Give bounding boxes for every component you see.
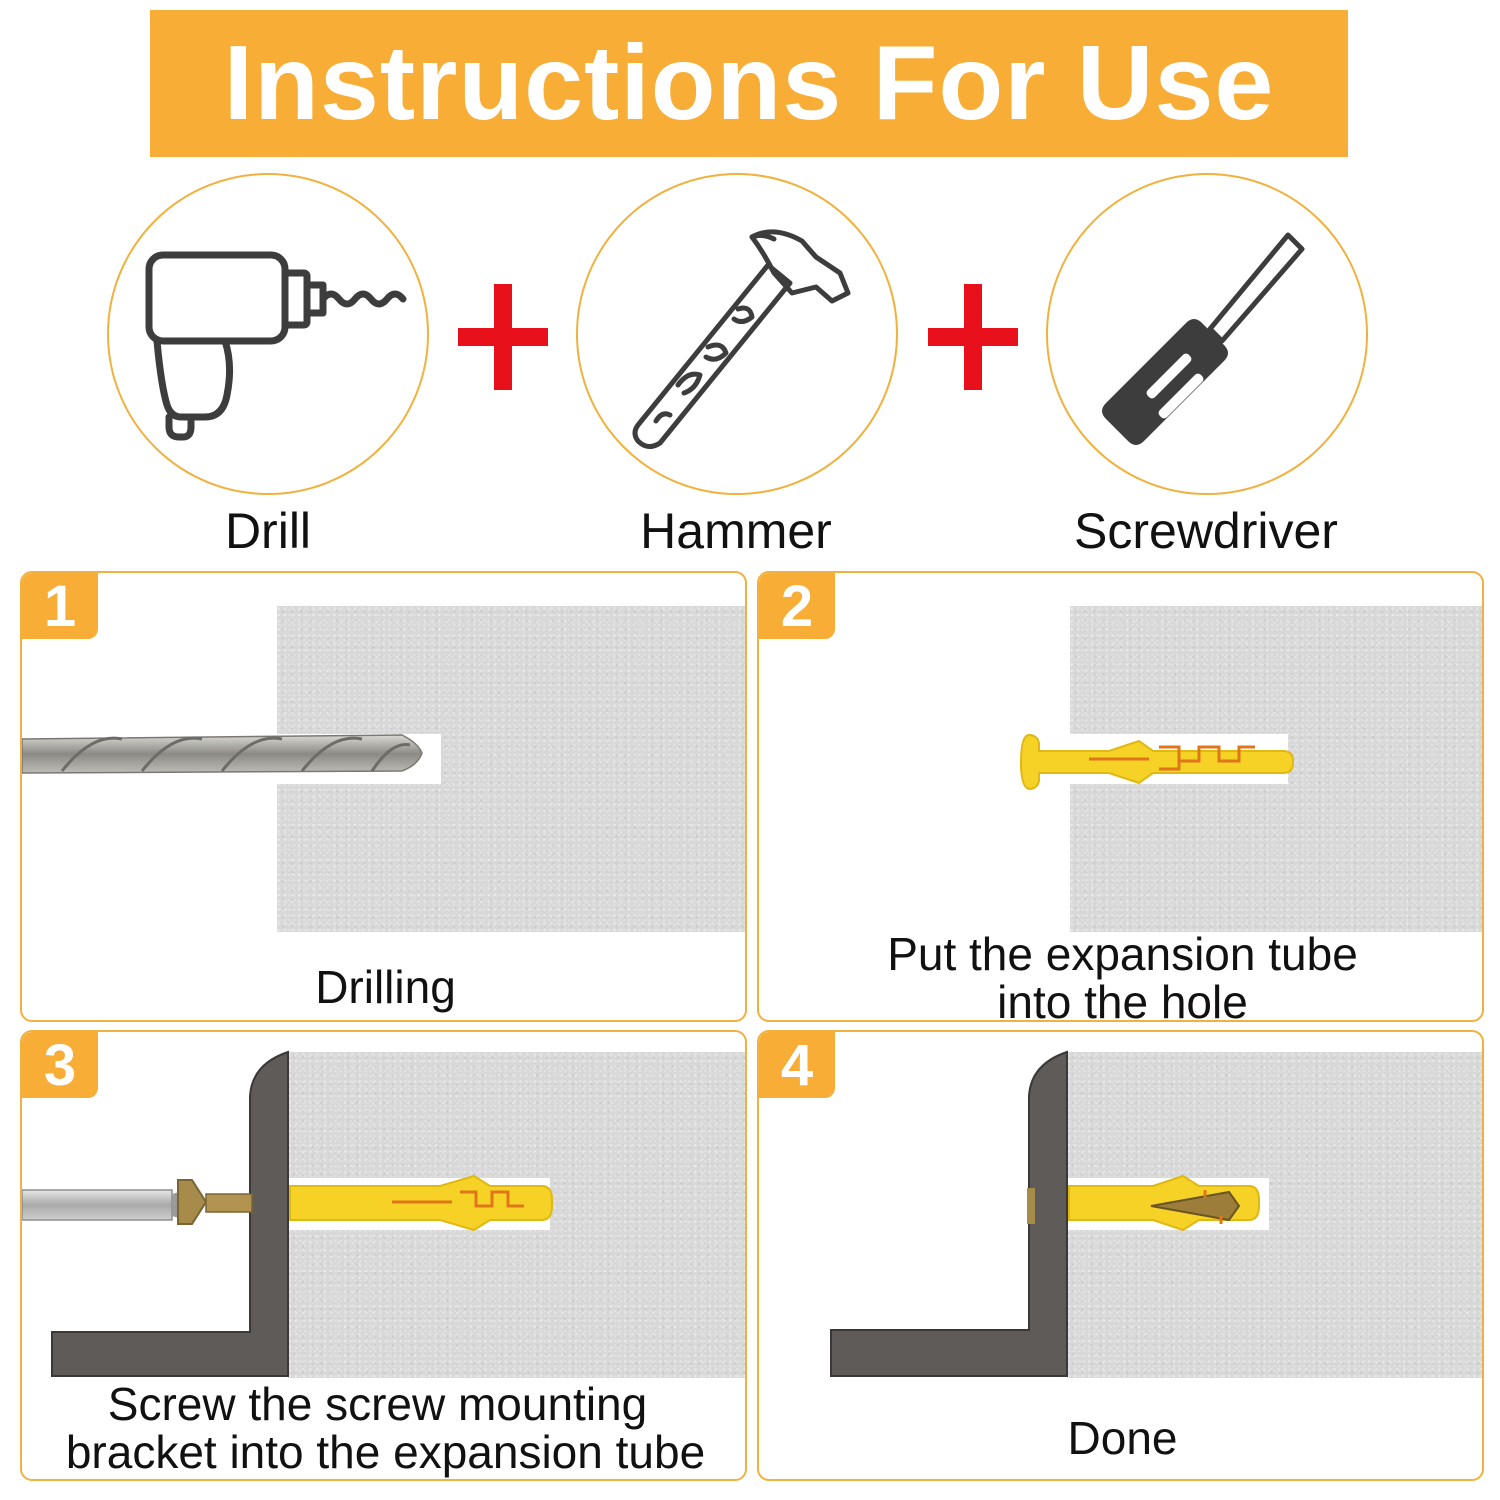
- page-title: Instructions For Use: [223, 24, 1275, 142]
- bracket-screw-illustration: [22, 1050, 553, 1377]
- step-number-badge: 4: [759, 1032, 835, 1098]
- hammer-label: Hammer: [640, 503, 832, 559]
- installed-bracket-illustration: [830, 1050, 1269, 1377]
- title-banner: Instructions For Use: [150, 10, 1348, 157]
- step-2-caption: Put the expansion tube into the hole: [759, 928, 1482, 1022]
- hammer-icon: [632, 229, 851, 449]
- anchor-illustration: [1019, 733, 1294, 791]
- step-4-panel: 4 Done: [757, 1030, 1484, 1481]
- step-number-badge: 1: [22, 573, 98, 639]
- step-2-caption-line-2: into the hole: [997, 976, 1248, 1022]
- drill-circle: [107, 173, 429, 495]
- screwdriver-circle: [1046, 173, 1368, 495]
- plus-icon: [458, 284, 548, 390]
- step-4-caption: Done: [1067, 1412, 1178, 1464]
- step-number-badge: 2: [759, 573, 835, 639]
- drill-bit-illustration: [22, 734, 441, 784]
- step-3-caption-line-1: Screw the screw mounting: [107, 1378, 648, 1430]
- step-1-caption: Drilling: [22, 961, 745, 1013]
- step-2-caption-line-1: Put the expansion tube: [887, 928, 1358, 980]
- screwdriver-label: Screwdriver: [1074, 503, 1338, 559]
- screwdriver-icon: [1102, 232, 1305, 445]
- step-3-caption: Screw the screw mounting bracket into th…: [22, 1378, 745, 1478]
- drill-icon: [145, 251, 407, 441]
- step-1-caption-text: Drilling: [315, 961, 456, 1013]
- plus-icon: [928, 284, 1018, 390]
- hammer-circle: [576, 173, 898, 495]
- step-3-caption-line-2: bracket into the expansion tube: [65, 1426, 706, 1478]
- drill-label: Drill: [224, 503, 312, 559]
- step-2-panel: 2 Put the expansion tube into the hole: [757, 571, 1484, 1022]
- step-1-panel: 1 Drilling: [20, 571, 747, 1022]
- step-number-badge: 3: [22, 1032, 98, 1098]
- step-3-panel: 3 Screw the screw mounting bracket into …: [20, 1030, 747, 1481]
